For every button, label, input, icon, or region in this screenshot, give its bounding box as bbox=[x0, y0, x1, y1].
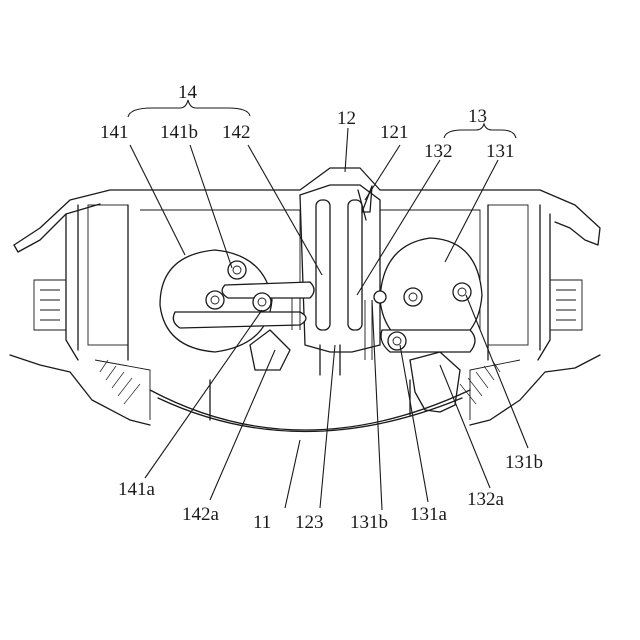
label-142: 142 bbox=[222, 122, 251, 143]
label-14: 14 bbox=[178, 82, 198, 103]
label-132: 132 bbox=[424, 141, 453, 162]
label-131b-bottom: 131b bbox=[350, 512, 388, 533]
label-132a: 132a bbox=[467, 489, 505, 510]
label-142a: 142a bbox=[182, 504, 220, 525]
left-latch-14 bbox=[160, 250, 314, 370]
label-141: 141 bbox=[100, 122, 129, 143]
label-131: 131 bbox=[486, 141, 515, 162]
label-123: 123 bbox=[295, 512, 324, 533]
slider-plate-12 bbox=[300, 185, 380, 375]
label-131a: 131a bbox=[410, 504, 448, 525]
label-11: 11 bbox=[253, 512, 271, 533]
label-13: 13 bbox=[468, 106, 487, 127]
label-12: 12 bbox=[337, 108, 356, 129]
label-121: 121 bbox=[380, 122, 409, 143]
label-141a: 141a bbox=[118, 479, 156, 500]
right-latch-13 bbox=[365, 238, 482, 412]
label-131b-right: 131b bbox=[505, 452, 543, 473]
label-141b: 141b bbox=[160, 122, 198, 143]
